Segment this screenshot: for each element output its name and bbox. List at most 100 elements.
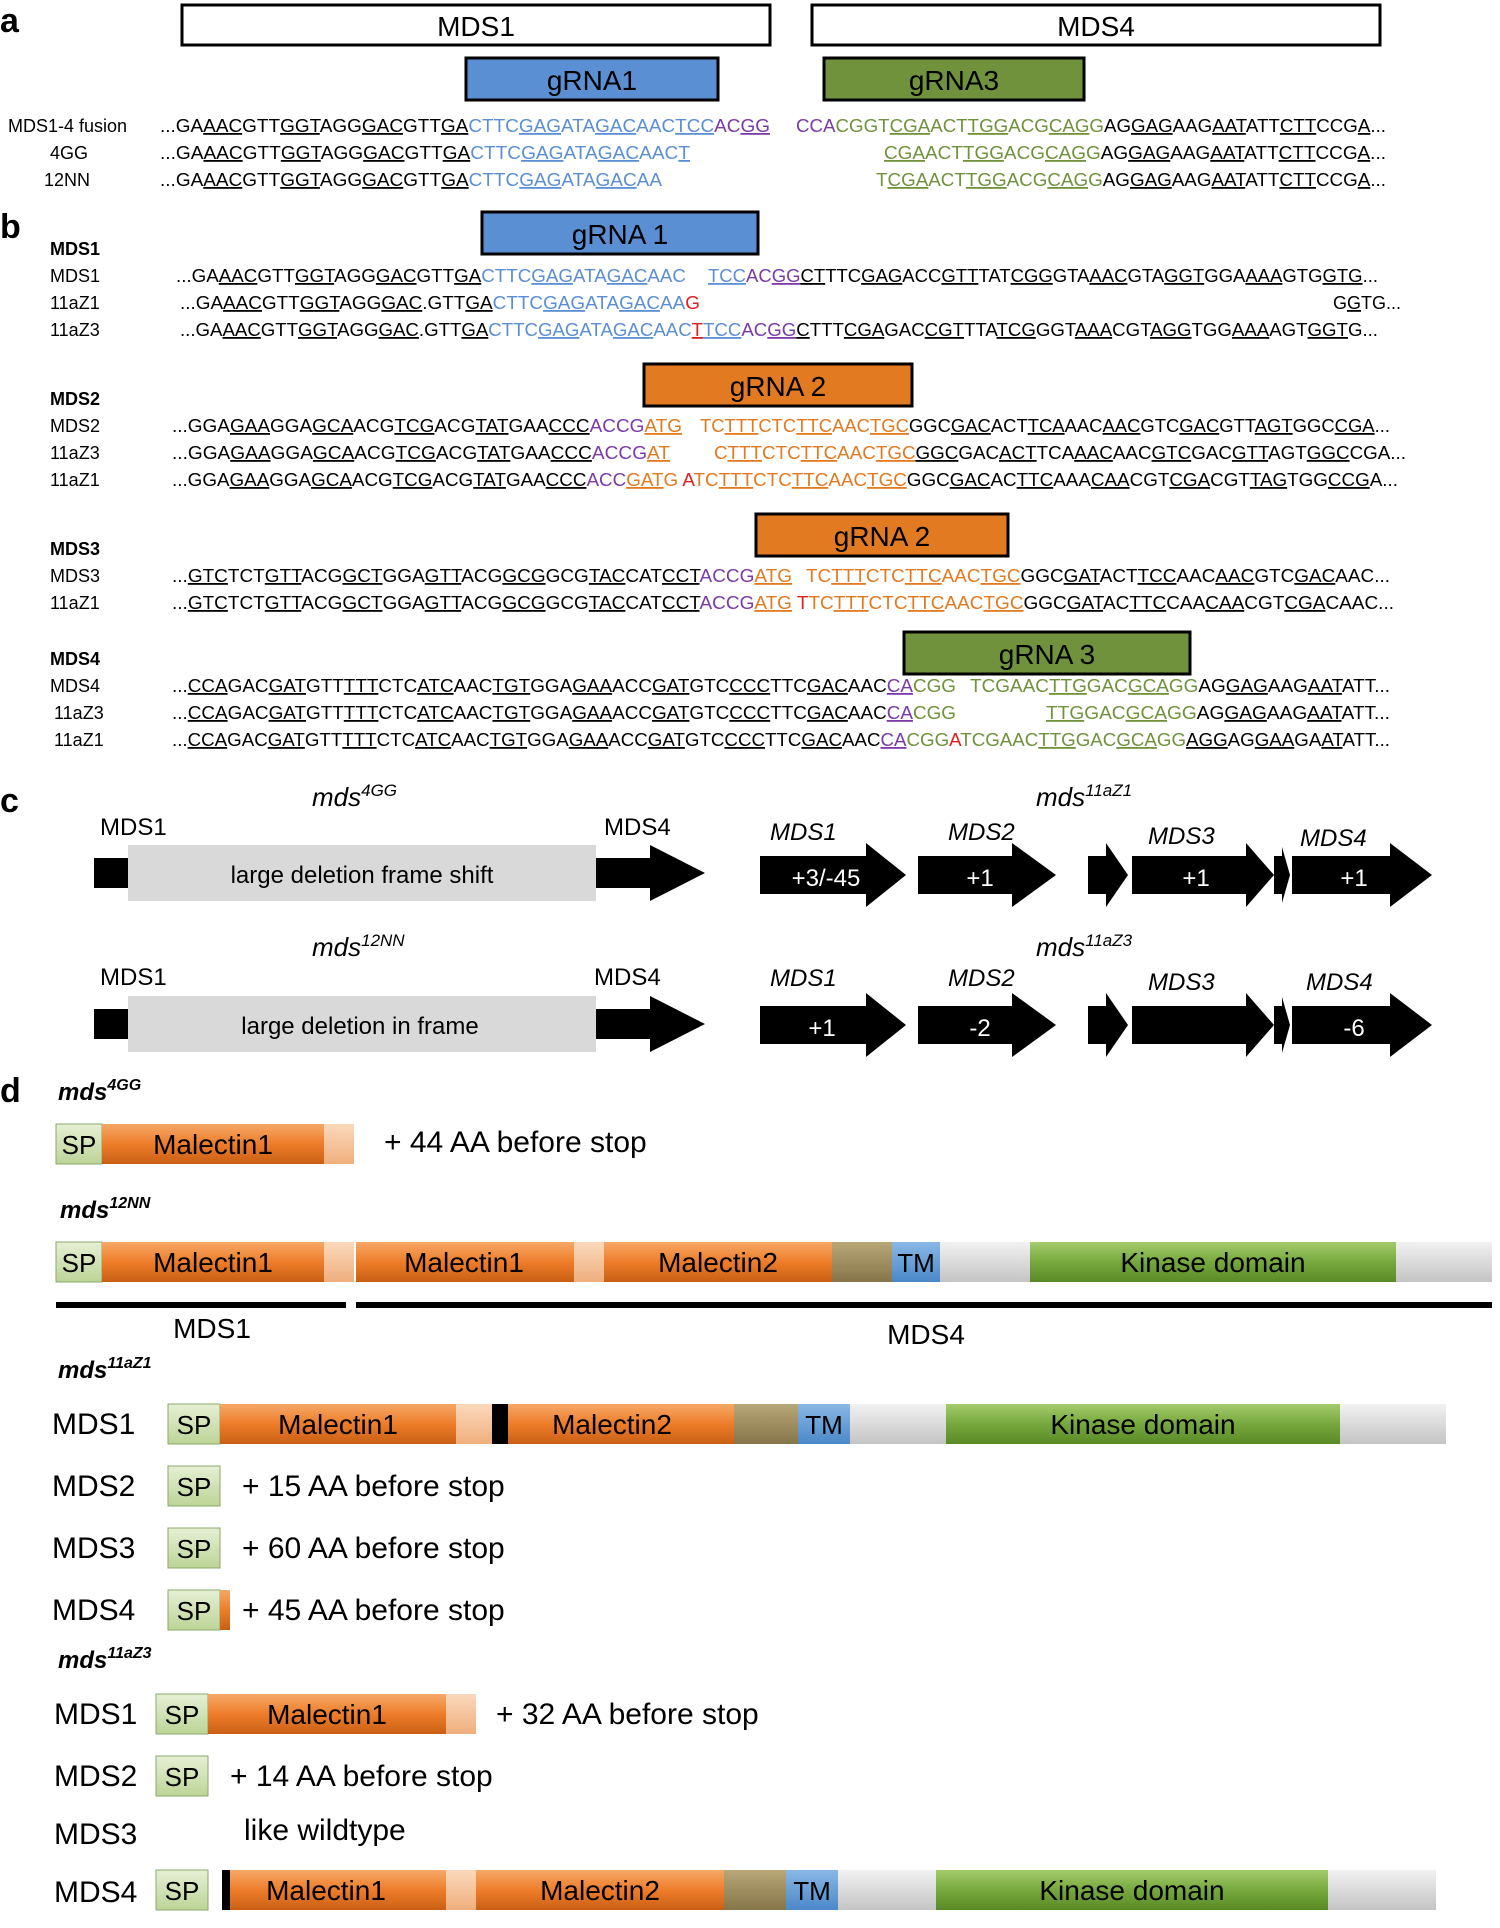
stop-note: + 44 AA before stop (384, 1126, 647, 1159)
genotype-title-12nn: mds12NN (60, 1195, 151, 1224)
malectin2-domain (508, 1404, 734, 1444)
grna3-label: gRNA3 (909, 65, 999, 96)
gene-label: MDS4 (54, 1876, 137, 1909)
seq-label: MDS2 (50, 416, 100, 436)
malectin1-domain (356, 1242, 574, 1282)
gene-label: MDS2 (52, 1470, 135, 1503)
stop-note: + 45 AA before stop (242, 1594, 505, 1627)
sp-domain (55, 1241, 103, 1283)
sp-domain (167, 1403, 221, 1445)
mds1-arrow (760, 843, 906, 907)
linker-segment (574, 1242, 604, 1282)
sp-domain (55, 1123, 103, 1165)
stop-note: + 15 AA before stop (242, 1470, 505, 1503)
shift-label: +1 (1182, 865, 1209, 892)
malectin2-label: Malectin2 (658, 1247, 778, 1278)
gene-label: MDS2 (948, 965, 1015, 992)
grey-segment (1396, 1242, 1492, 1282)
genotype-title-11az1: mds11aZ1 (58, 1355, 152, 1384)
sp-label: SP (177, 1596, 212, 1626)
tm-domain (798, 1404, 850, 1444)
malectin-fragment (220, 1590, 230, 1630)
mds1-arrow (760, 993, 906, 1057)
stop-note: + 60 AA before stop (242, 1532, 505, 1565)
juxta-segment (724, 1870, 786, 1910)
mds1-label: MDS1 (100, 814, 167, 841)
deletion-label: large deletion in frame (241, 1013, 478, 1040)
shift-label: -6 (1343, 1015, 1364, 1042)
sp-label: SP (177, 1472, 212, 1502)
genotype-title-4gg: mds4GG (312, 781, 397, 812)
tm-domain (892, 1242, 940, 1282)
gene-label: MDS1 (770, 819, 837, 846)
gene-label: MDS1 (770, 965, 837, 992)
seq-label: 11aZ3 (50, 320, 100, 340)
malectin2-label: Malectin2 (552, 1409, 672, 1440)
linker-segment (324, 1124, 354, 1164)
mds4-label: MDS4 (594, 964, 661, 991)
mds2-arrow (918, 993, 1056, 1057)
mds4-arrow (596, 996, 705, 1052)
gene-label: MDS3 (1148, 969, 1215, 996)
genotype-title-12nn: mds12NN (312, 931, 405, 962)
mds4-label: MDS4 (604, 814, 671, 841)
sp-domain (155, 1693, 209, 1735)
tm-label: TM (793, 1876, 831, 1906)
seq-label-12nn: 12NN (44, 170, 90, 190)
gene-label: MDS3 (54, 1818, 137, 1851)
stop-note: + 14 AA before stop (230, 1760, 493, 1793)
gene-label: MDS3 (1148, 823, 1215, 850)
malectin1-label: Malectin1 (153, 1247, 273, 1278)
malectin2-domain (476, 1870, 724, 1910)
seq-label: 11aZ1 (50, 470, 100, 490)
sp-label: SP (177, 1410, 212, 1440)
panel-label-c: c (0, 782, 19, 820)
sp-label: SP (165, 1700, 200, 1730)
mds1-fragment (94, 858, 134, 888)
block-title-mds2: MDS2 (50, 389, 100, 409)
sp-domain (167, 1527, 221, 1569)
mds4-box (810, 3, 1382, 47)
seq-label: 11aZ1 (50, 593, 100, 613)
sp-domain (155, 1755, 209, 1797)
malectin1-domain (220, 1404, 456, 1444)
linker-segment (324, 1242, 354, 1282)
mds1-bar-label: MDS1 (173, 1313, 251, 1344)
seq-label: 11aZ3 (50, 443, 100, 463)
kinase-domain (1030, 1242, 1396, 1282)
grey-segment (940, 1242, 1030, 1282)
stop-note: like wildtype (244, 1814, 406, 1847)
grna1-label: gRNA1 (547, 65, 637, 96)
shift-label: +3/-45 (792, 865, 861, 892)
sequence-row: TCCACGGCTTTCGAGACCGTTTATCGGGTAAACGTAGGTG… (708, 266, 1378, 286)
mds3-arrow-b (1132, 843, 1274, 907)
grey-segment (1340, 1404, 1446, 1444)
mds1-fragment (94, 1009, 134, 1039)
malectin1-domain (102, 1124, 324, 1164)
seq-label: MDS3 (50, 566, 100, 586)
block-title-mds1: MDS1 (50, 239, 100, 259)
gene-label: MDS2 (54, 1760, 137, 1793)
mds4-bar (356, 1302, 1492, 1308)
mutation-marker (492, 1404, 508, 1444)
mds4-bar-label: MDS4 (887, 1319, 965, 1350)
kinase-domain (936, 1870, 1328, 1910)
tm-label: TM (805, 1410, 843, 1440)
malectin1-label: Malectin1 (267, 1699, 387, 1730)
shift-label: +1 (808, 1015, 835, 1042)
grna1-box-b (480, 210, 760, 256)
seq-label-4gg: 4GG (50, 143, 88, 163)
sequence-row: TCGAACTTGGACGCAGGAGGAGAAGAATATTCTTCCGA..… (876, 170, 1386, 190)
sp-label: SP (165, 1876, 200, 1906)
grna3-label-b: gRNA 3 (999, 639, 1096, 670)
